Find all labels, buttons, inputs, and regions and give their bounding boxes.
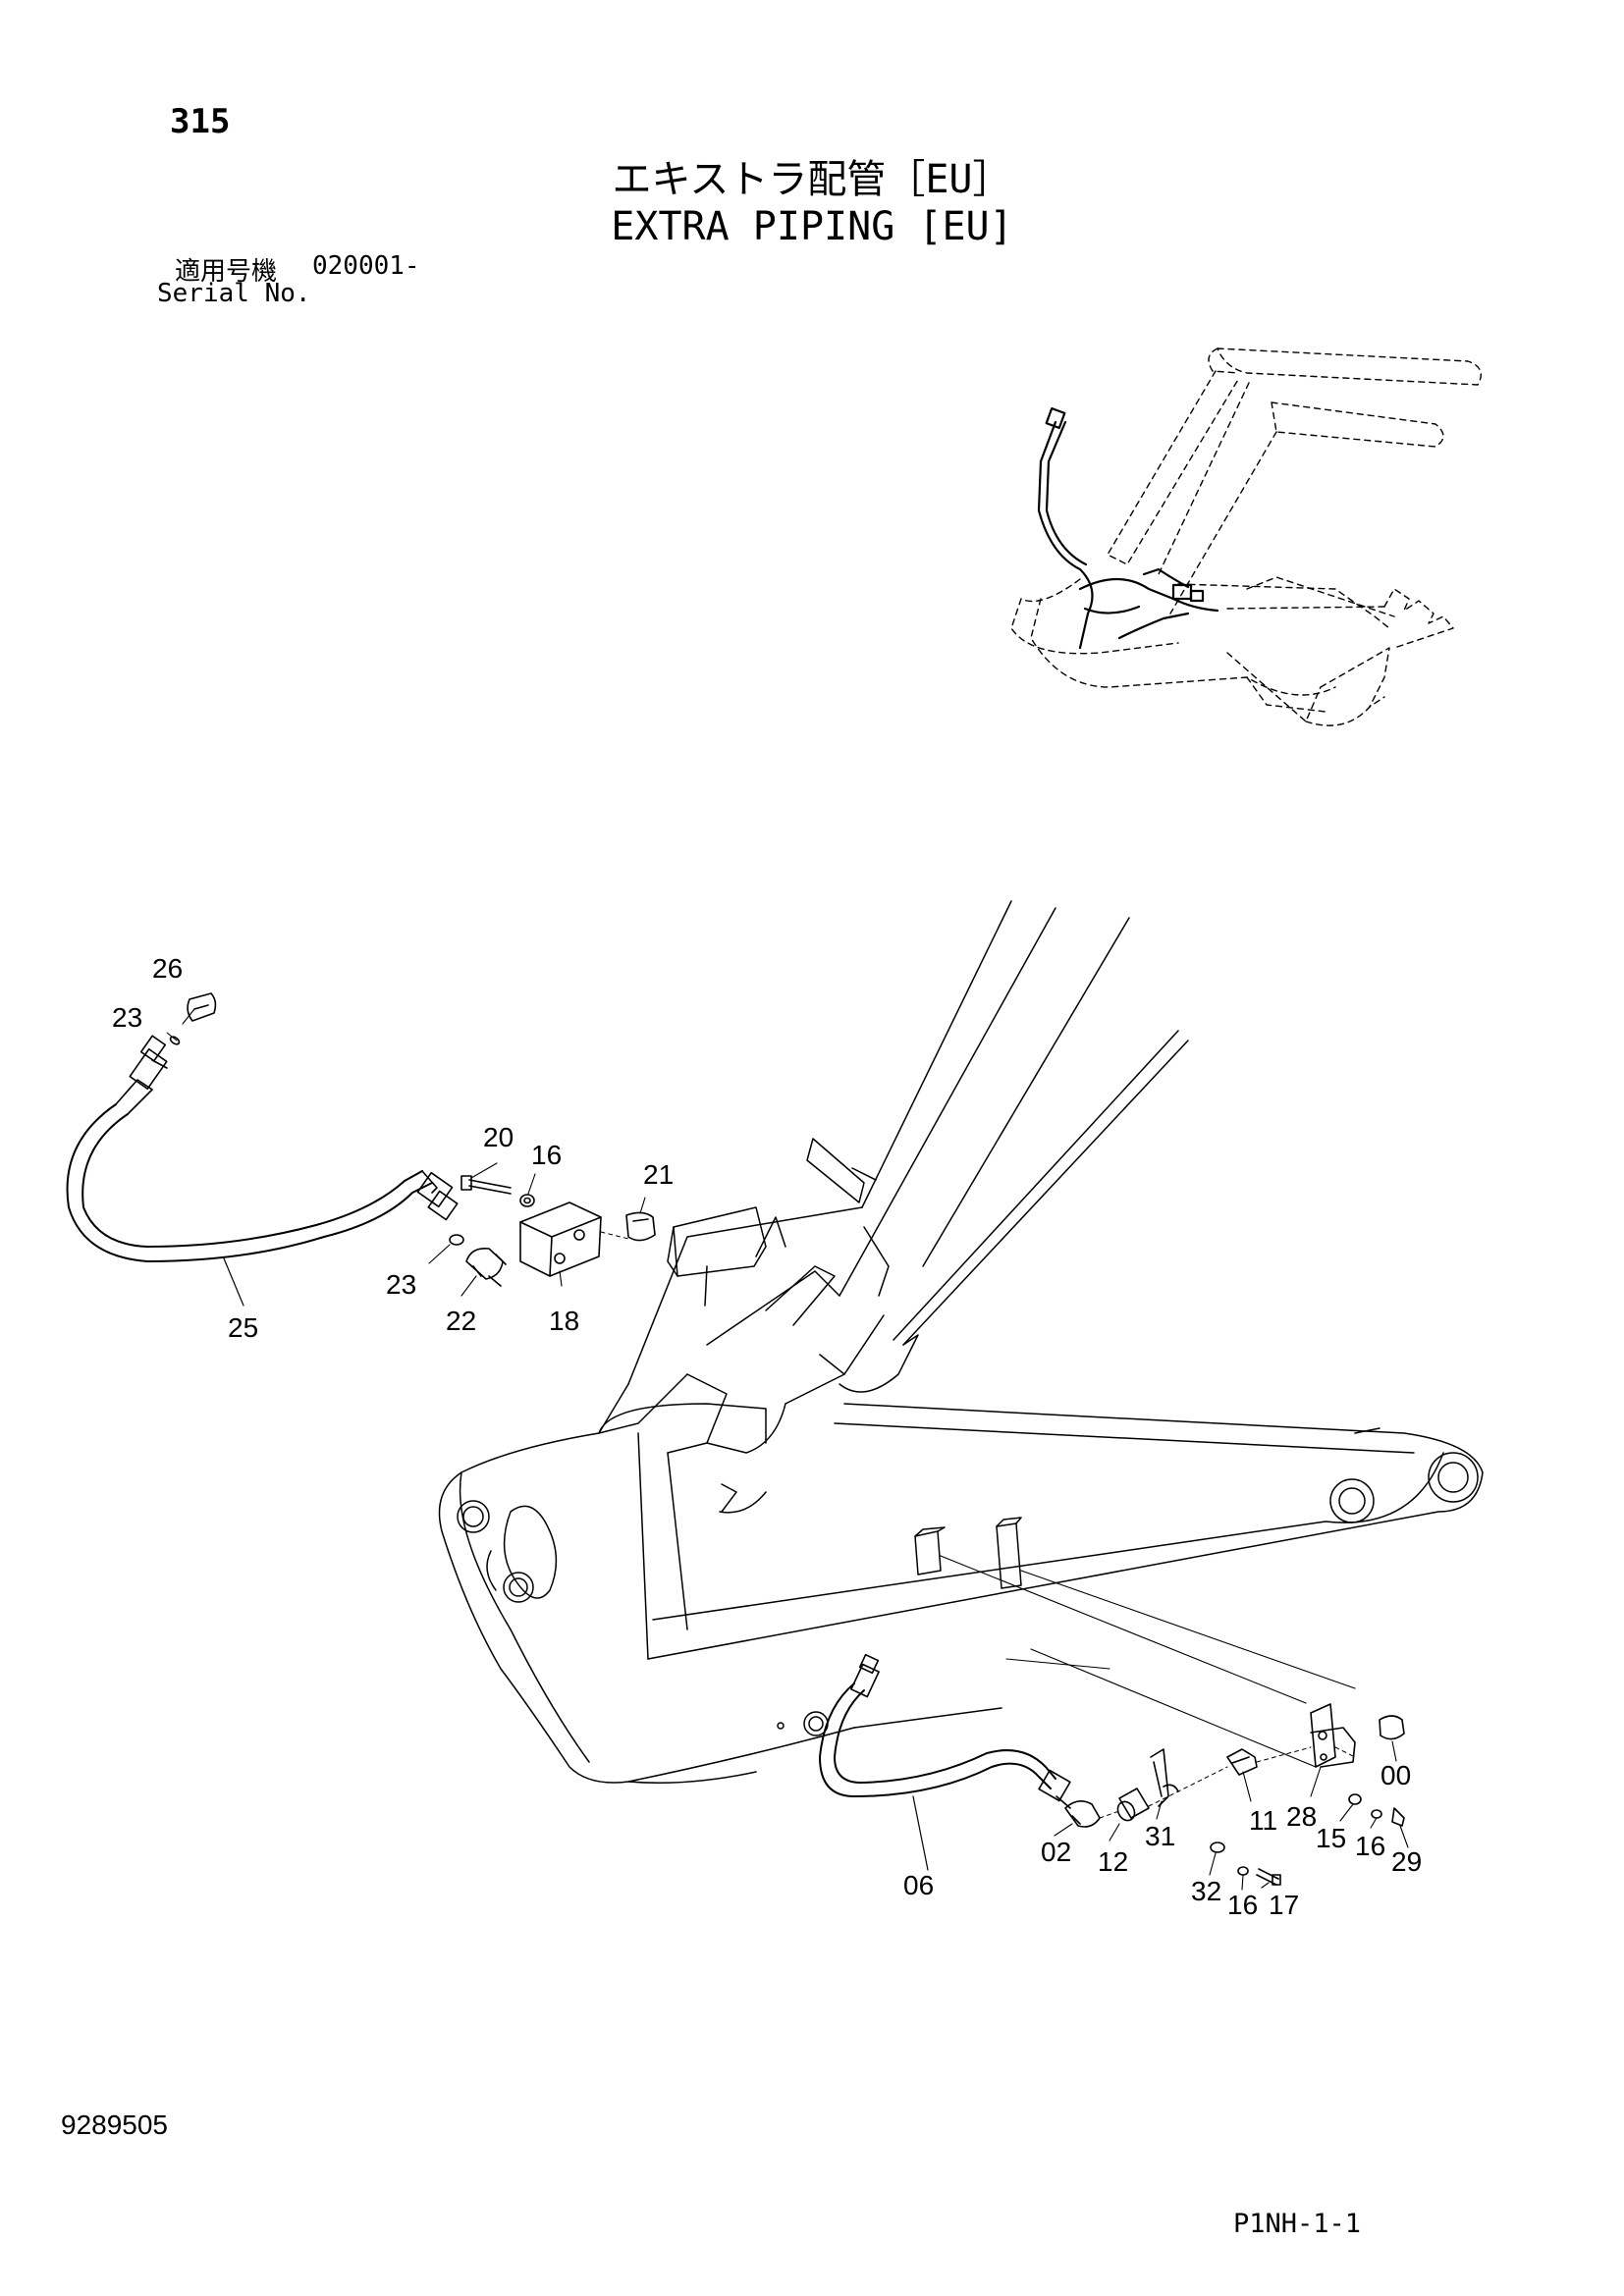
overview-inset-hoses (1037, 406, 1219, 650)
callout-12: 12 (1098, 1846, 1128, 1877)
serial-number-value: 020001- (312, 251, 420, 281)
page-code: P1NH-1-1 (1233, 2209, 1362, 2239)
callout-29: 29 (1391, 1846, 1422, 1877)
page-title-english: EXTRA PIPING [EU] (611, 204, 1013, 249)
callout-21: 21 (643, 1159, 674, 1190)
upper-fittings (166, 992, 656, 1287)
callout-26: 26 (152, 953, 183, 984)
arm-structure (438, 900, 1484, 1784)
page-number: 315 (170, 102, 231, 141)
callout-00: 00 (1380, 1760, 1411, 1790)
overview-inset-machine (1010, 347, 1482, 726)
callout-labels: 26 23 25 20 16 21 23 22 18 00 11 28 15 1… (112, 953, 1422, 1920)
callout-02: 02 (1041, 1837, 1071, 1867)
callout-17: 17 (1269, 1890, 1299, 1920)
callout-25: 25 (228, 1312, 258, 1343)
serial-label-japanese: 適用号機 (175, 257, 278, 287)
callout-22: 22 (446, 1306, 476, 1336)
callout-31: 31 (1145, 1821, 1175, 1851)
callout-leaders (182, 1008, 1409, 1891)
callout-06: 06 (903, 1870, 934, 1900)
callout-16-right: 16 (1355, 1831, 1385, 1861)
callout-32: 32 (1191, 1876, 1221, 1906)
callout-18: 18 (549, 1306, 579, 1336)
serial-label-english: Serial No. (157, 279, 311, 308)
upper-hose-assembly (66, 1035, 459, 1307)
callout-23-lower: 23 (386, 1269, 416, 1300)
callout-20: 20 (483, 1122, 514, 1152)
callout-28: 28 (1286, 1801, 1317, 1832)
callout-23-upper: 23 (112, 1002, 142, 1033)
callout-15: 15 (1316, 1823, 1346, 1853)
callout-11: 11 (1249, 1805, 1277, 1836)
page-title-japanese: エキストラ配管［EU］ (612, 157, 1012, 202)
document-number: 9289505 (61, 2109, 169, 2140)
callout-16-upper: 16 (531, 1140, 562, 1170)
lower-hose-assembly (819, 1653, 1405, 1886)
callout-16-lower: 16 (1227, 1890, 1258, 1920)
